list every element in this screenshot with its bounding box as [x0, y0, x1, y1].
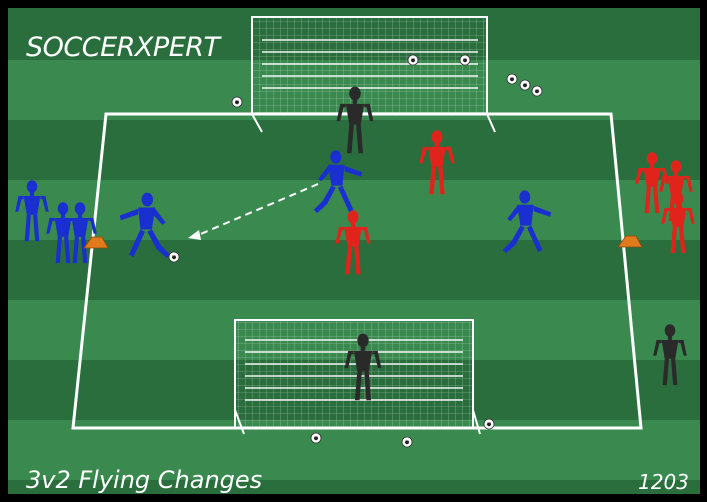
soccer-ball-icon — [407, 54, 419, 66]
cone-icon — [83, 236, 109, 249]
cone-icon — [617, 235, 643, 248]
drill-number: 1203 — [638, 470, 689, 494]
soccer-ball-icon — [231, 96, 243, 108]
soccer-ball-icon — [459, 54, 471, 66]
soccer-ball-icon — [168, 251, 180, 263]
soccer-ball-icon — [506, 73, 518, 85]
drill-title: 3v2 Flying Changes — [26, 466, 263, 494]
soccer-ball-icon — [483, 418, 495, 430]
soccer-ball-icon — [401, 436, 413, 448]
soccer-ball-icon — [531, 85, 543, 97]
soccer-ball-icon — [519, 79, 531, 91]
goal-net-icon — [251, 16, 496, 133]
brand-logo: SOCCERXPERT — [26, 32, 220, 63]
soccer-ball-icon — [310, 432, 322, 444]
goal-net-icon — [234, 319, 481, 435]
pass-arrow-icon — [188, 183, 319, 240]
